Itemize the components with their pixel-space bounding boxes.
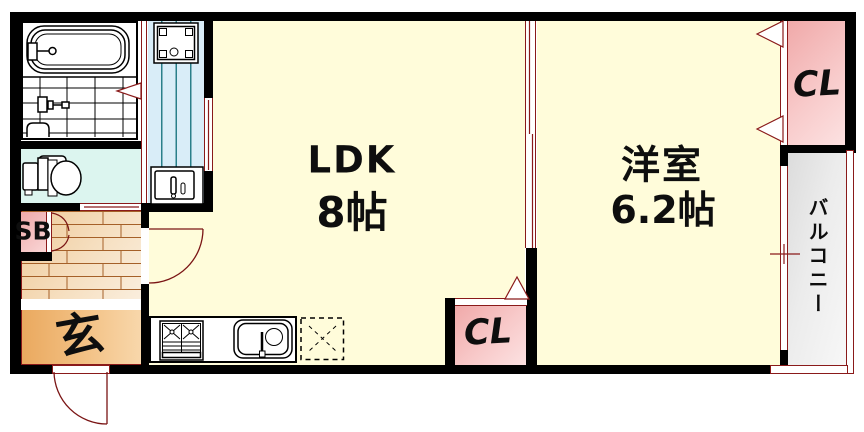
front-door-swing-arc [53,371,108,425]
closet-top-folding-door-upper-icon [755,20,784,48]
room-entrance [21,310,141,365]
wall-toilet-bottom [21,203,80,211]
room-label-entrance: 玄 [52,304,108,368]
wall-washroom-right-lower [204,171,213,212]
wall-top [10,12,856,21]
wall-balcony-corner-upper [780,153,788,166]
closet-top-folding-door-lower-icon [755,115,784,143]
wall-ldk-bedroom-lower [526,248,537,365]
balcony-rail-right [846,150,854,374]
wall-balcony-corner-lower [780,350,788,365]
room-balcony [788,153,846,365]
room-label-balcony: バルコニー [805,197,829,317]
closet-bottom-door [455,298,527,306]
closet-bottom-folding-door-icon [503,275,531,300]
wall-bath-toilet [21,141,141,149]
shoebox-door-arcs [51,212,70,252]
wall-hall-ldk [141,211,149,365]
wall-right [845,12,856,153]
room-label-ldk: LDK [307,138,397,182]
wall-left [10,12,21,374]
gas-stove-icon [159,320,204,361]
ldk-bedroom-sliding-partition [525,21,536,248]
entrance-step [21,299,141,310]
shoe-box [21,212,46,252]
toilet-icon [22,155,82,197]
room-label-closet-top: CL [791,63,842,106]
room-closet-top [788,21,846,145]
toilet-washroom-partition [141,149,147,203]
balcony-rail-bottom [770,365,848,374]
room-closet-bottom [455,306,527,365]
room-label-ldk-size: 8帖 [316,188,388,237]
wall-bottom [10,365,790,374]
room-bedroom [537,21,780,365]
balcony-window-center-tick [770,244,800,264]
wall-closet-bottom-left [445,298,455,365]
room-label-bedroom: 洋室 [620,143,704,189]
partition-sliding-door-lines [528,21,534,248]
wall-washroom-right-upper [204,21,213,98]
bathroom-folding-door-icon [115,82,142,100]
kitchen-sink-icon [233,319,293,359]
wall-below-shoebox [21,252,52,261]
hallway-ldk-doorway [141,228,149,284]
room-label-bedroom-size: 6.2帖 [610,188,716,232]
hallway-door-swing-arc [148,228,204,284]
front-door-frame [52,365,110,374]
shoebox-door-frame [46,212,52,252]
vanity-sink-icon [150,166,204,205]
closet-top-door [780,21,788,145]
wall-closet-top-bottom [780,145,846,153]
room-label-shoe-box: SB [14,216,52,246]
washing-machine-pan-icon [153,22,199,64]
bathtub-icon [23,25,137,137]
room-label-closet-bottom: CL [462,311,513,354]
wall-washroom-bottom [141,203,213,212]
refrigerator-space-dashed-icon [300,317,345,361]
